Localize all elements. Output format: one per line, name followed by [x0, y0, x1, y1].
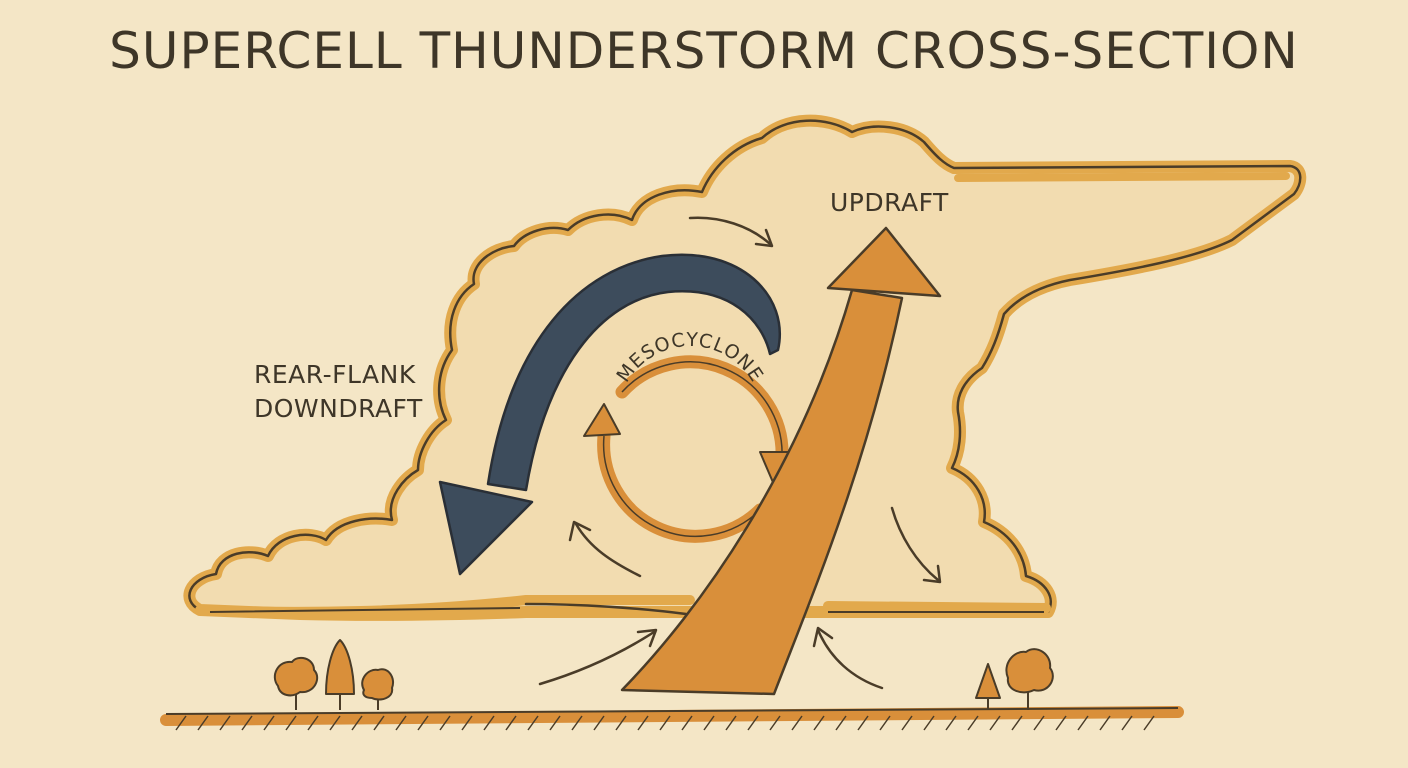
- updraft-arrow-body: [620, 288, 904, 696]
- meso-arc-top-ink: [621, 361, 783, 459]
- flow-arrow-forward-down: [890, 506, 940, 582]
- updraft-arrow: [620, 226, 942, 696]
- cloud-base-right: [823, 601, 1051, 613]
- tree-round-right: [1005, 648, 1054, 710]
- ground: [160, 706, 1184, 731]
- cloud-ink-outline: [188, 119, 1302, 613]
- flow-arrow-outflow-left: [524, 602, 688, 616]
- rear-flank-label-line1: REAR-FLANK: [254, 360, 416, 389]
- cloud-base-ink: [209, 607, 1044, 613]
- rear-flank-downdraft-label: REAR-FLANK DOWNDRAFT: [254, 358, 423, 426]
- flow-arrowhead-ground-left: [636, 628, 658, 648]
- flow-arrowhead-top: [754, 228, 774, 248]
- tree-conifer-right: [975, 663, 1001, 710]
- downdraft-arrow-head: [438, 480, 534, 576]
- tree-conifer-left: [325, 639, 355, 710]
- ground-line: [160, 706, 1184, 726]
- flow-arrowhead-inflow-left: [568, 520, 592, 542]
- flow-arrow-ground-left: [538, 630, 656, 686]
- anvil-top-edge: [954, 172, 1290, 182]
- updraft-arrow-head: [826, 226, 942, 298]
- flow-arrow-top: [688, 216, 772, 246]
- flow-arrow-ground-right: [816, 628, 884, 690]
- flow-arrow-inflow-left: [574, 522, 642, 578]
- trees: [273, 639, 1054, 710]
- diagram-title: SUPERCELL THUNDERSTORM CROSS-SECTION: [109, 22, 1299, 80]
- tree-round-left: [273, 656, 319, 710]
- ground-hatching: [175, 715, 1155, 731]
- flow-arrowhead-ground-right: [812, 626, 834, 648]
- airflow-arrows: [524, 216, 942, 690]
- ground-ink: [165, 707, 1179, 715]
- meso-arrowhead-left: [583, 403, 621, 437]
- updraft-label: UPDRAFT: [830, 188, 949, 217]
- meso-arc-bottom-ink: [602, 435, 761, 538]
- tree-round-small-left: [361, 668, 394, 710]
- rear-flank-downdraft-arrow: [438, 253, 781, 576]
- rear-flank-label-line2: DOWNDRAFT: [254, 394, 423, 423]
- flow-arrowhead-forward-down: [922, 564, 942, 584]
- downdraft-arrow-body: [486, 253, 781, 492]
